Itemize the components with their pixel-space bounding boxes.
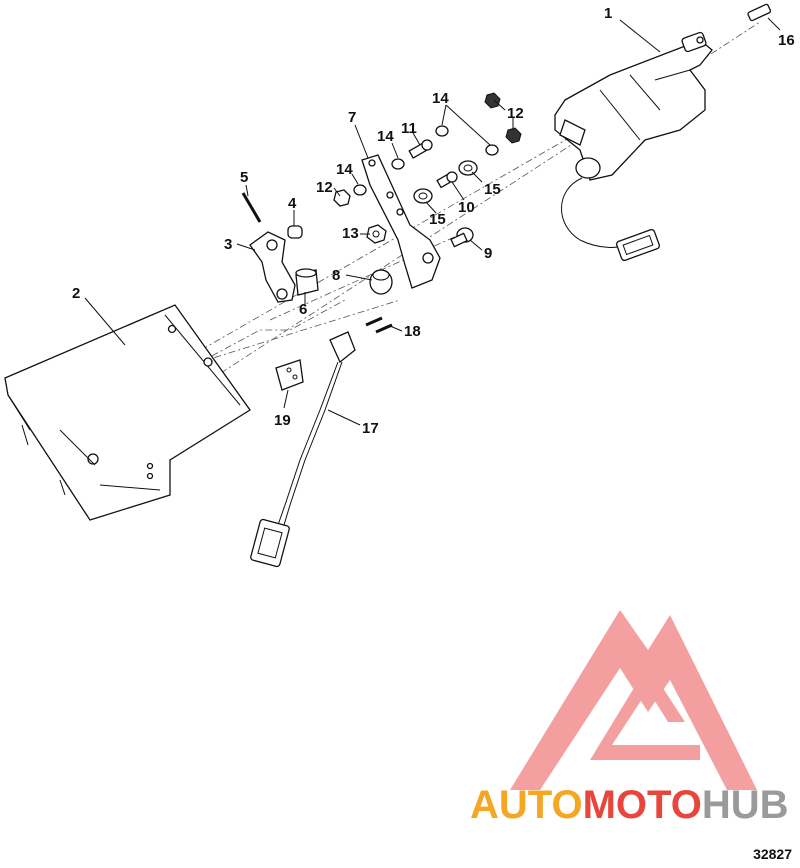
washers-14	[353, 125, 499, 196]
callout-18: 18	[404, 323, 421, 340]
callout-4: 4	[288, 195, 297, 212]
watermark-part-moto: MOTO	[583, 783, 702, 827]
screw-16	[747, 3, 772, 22]
callout-8: 8	[332, 267, 340, 284]
callout-12-upper: 12	[507, 105, 524, 122]
watermark-logo	[510, 610, 757, 790]
callout-10: 10	[458, 199, 475, 216]
watermark-part-auto: AUTO	[470, 783, 583, 827]
callout-17: 17	[362, 420, 379, 437]
callout-6: 6	[299, 301, 307, 318]
bracket-plate	[4, 304, 251, 521]
small-bushing	[287, 225, 303, 239]
callout-1: 1	[604, 5, 612, 22]
nut-12-lower	[333, 189, 351, 207]
callout-9: 9	[484, 245, 492, 262]
callout-14-middle: 14	[377, 128, 394, 145]
callout-7: 7	[348, 109, 356, 126]
watermark-text: AUTOMOTOHUB	[470, 783, 789, 827]
sensor-harness	[250, 331, 356, 568]
callout-11: 11	[401, 120, 417, 137]
bolt-10	[436, 171, 458, 189]
callout-13: 13	[342, 225, 359, 242]
watermark-part-hub: HUB	[702, 783, 789, 827]
lever-arm	[249, 231, 296, 303]
callout-19: 19	[274, 412, 291, 429]
bolt-11	[408, 139, 433, 159]
callout-14-top: 14	[432, 90, 449, 107]
callout-3: 3	[224, 236, 232, 253]
clip-19	[275, 359, 304, 391]
figure-number: 32827	[753, 846, 792, 862]
bushing	[369, 269, 393, 295]
callout-15-right: 15	[484, 181, 501, 198]
link-arm	[361, 154, 441, 289]
nut-13	[366, 224, 387, 244]
callout-15-left: 15	[429, 211, 446, 228]
nut-12-upper-a	[484, 92, 501, 109]
callout-5: 5	[240, 169, 248, 186]
screws-18	[365, 316, 393, 334]
callout-12-lower: 12	[316, 179, 333, 196]
callout-16: 16	[778, 32, 795, 49]
callout-2: 2	[72, 285, 80, 302]
actuator-assembly	[554, 31, 713, 262]
callouts: 1 2 3 4 5 6 7 8 9 10 11 12 12 13 14 14 1…	[72, 5, 795, 437]
roll-pin	[241, 192, 262, 223]
leader-lines	[84, 17, 781, 426]
spacer	[295, 268, 319, 296]
callout-14-left: 14	[336, 161, 353, 178]
nut-12-upper-b	[505, 127, 522, 144]
bolt-9	[450, 227, 474, 248]
washers-15	[413, 160, 478, 204]
